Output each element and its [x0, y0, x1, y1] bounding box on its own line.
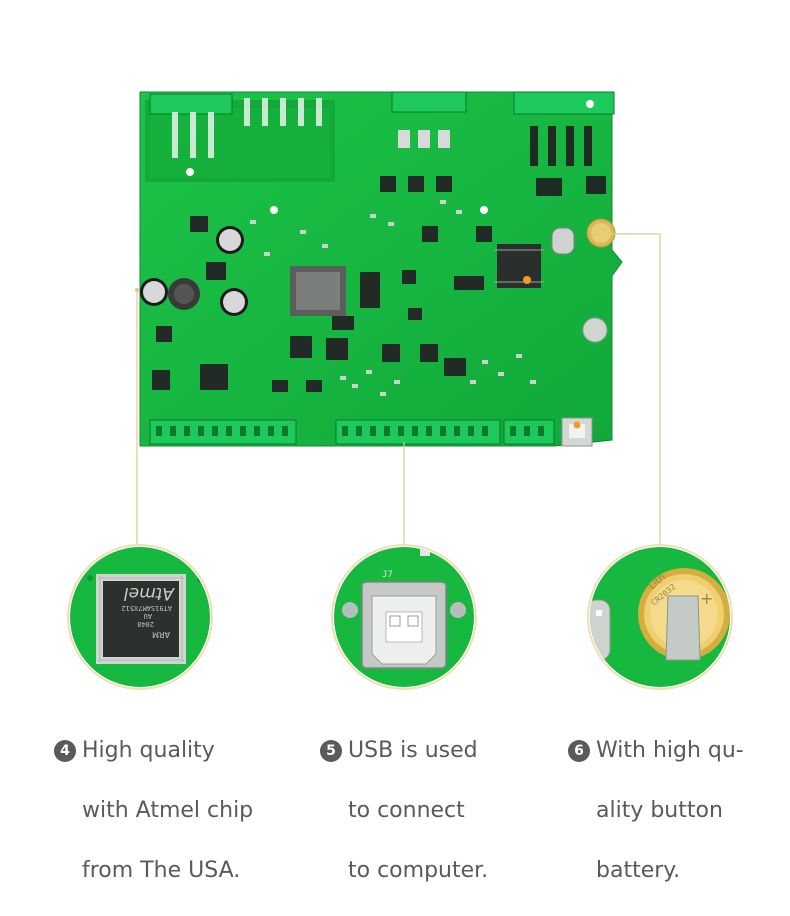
callout-caption-6: 6 With high qu- ality button battery. [568, 706, 744, 916]
chip-model-label: AT91SAM7X512 [121, 604, 172, 612]
chip-arm-label: ARM [152, 630, 170, 639]
callout-text-line: With high qu- [596, 738, 744, 763]
battery-closeup: + Lith CR2032 [587, 544, 733, 690]
callout-caption-4: 4 High quality with Atmel chip from The U… [54, 706, 253, 916]
callout-text-line: with Atmel chip [82, 798, 254, 823]
chip-code-label: 2048 [137, 620, 154, 628]
callout-text-line: High quality [82, 738, 215, 763]
svg-text:+: + [700, 589, 713, 608]
callout-caption-5: 5 USB is used to connect to computer. [320, 706, 488, 916]
chip-sub-label: AU [144, 612, 152, 620]
callout-text-line: USB is used [348, 738, 478, 763]
product-image: ARM 2048 AU AT91SAM7X512 Atmel J7 [67, 91, 733, 690]
callout-number-badge: 4 [54, 740, 76, 762]
callout-text-line: to computer. [348, 858, 489, 883]
callout-number-badge: 5 [320, 740, 342, 762]
callout-text-line: ality button [596, 798, 723, 823]
chip-brand-logo: Atmel [124, 583, 175, 603]
callout-text-line: from The USA. [82, 858, 241, 883]
pcb-board [139, 91, 623, 447]
chip-closeup: ARM 2048 AU AT91SAM7X512 Atmel [67, 544, 213, 690]
callout-number-badge: 6 [568, 740, 590, 762]
callout-lines [136, 233, 661, 552]
usb-port-label: J7 [382, 570, 393, 580]
callout-text-line: to connect [348, 798, 465, 823]
callout-text-line: battery. [596, 858, 681, 883]
pcb-illustration: ARM 2048 AU AT91SAM7X512 Atmel J7 [67, 91, 733, 690]
usb-closeup: J7 [331, 544, 477, 690]
